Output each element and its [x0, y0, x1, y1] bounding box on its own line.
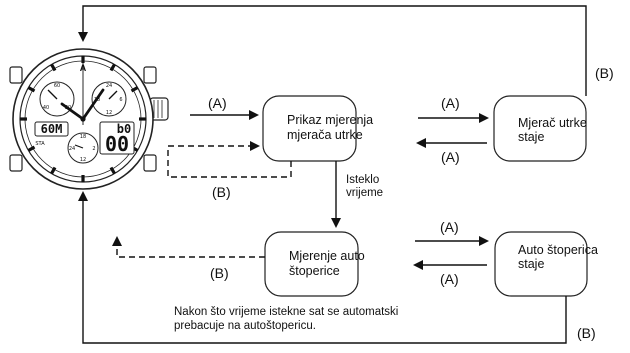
svg-text:Auto štoperica: Auto štoperica: [518, 243, 598, 257]
minute-hand: [81, 88, 105, 121]
svg-text:b0: b0: [117, 122, 131, 136]
svg-text:60M: 60M: [41, 122, 63, 136]
svg-text:18: 18: [80, 134, 86, 140]
svg-text:Prikaz mjerenja: Prikaz mjerenja: [287, 113, 373, 127]
hour-hand: [60, 102, 85, 121]
svg-text:staje: staje: [518, 257, 544, 271]
label-isteklo: Isteklo: [346, 174, 379, 186]
label-a-watch-prikaz: (A): [208, 95, 227, 111]
note-line-1: Nakon što vrijeme istekne sat se automat…: [174, 306, 398, 318]
label-a-from-mjerac: (A): [441, 149, 460, 165]
box-auto-stoperica-staje: Auto štoperica staje: [494, 231, 598, 297]
note-line-2: prebacuje na autoštopericu.: [174, 320, 316, 332]
subdial-left: 60 20 40: [39, 81, 75, 117]
label-b-right-bottom: (B): [577, 325, 596, 341]
label-a-from-auto: (A): [440, 271, 459, 287]
box-mjerenje-auto-stoperice: Mjerenje auto štoperice: [264, 231, 365, 297]
label-b-dashed-upper: (B): [212, 184, 231, 200]
label-vrijeme: vrijeme: [346, 187, 383, 199]
arrow-b-loop-top: [78, 5, 587, 96]
watch-button-top-right: [143, 66, 157, 84]
svg-text:Mjerač utrke: Mjerač utrke: [518, 116, 587, 130]
svg-text:24: 24: [106, 83, 112, 89]
label-b-right-top: (B): [595, 65, 614, 81]
watch-button-bottom-left: [9, 154, 23, 172]
svg-text:štoperice: štoperice: [289, 264, 340, 278]
svg-text:Mjerenje auto: Mjerenje auto: [289, 249, 365, 263]
watch-button-top-left: [9, 66, 23, 84]
subdial-bottom: 18 12 24 2: [67, 132, 99, 164]
box-mjerac-utrke-staje: Mjerač utrke staje: [493, 95, 587, 162]
arrow-b-dashed-mjerenje: [112, 236, 265, 258]
arrow-b-dashed-prikaz-to-watch: [167, 141, 292, 178]
svg-text:00: 00: [105, 132, 129, 156]
svg-text:2: 2: [92, 146, 95, 152]
svg-text:STA: STA: [35, 141, 45, 147]
hour-markers: [20, 56, 146, 182]
box-prikaz-mjerenja: Prikaz mjerenja mjerača utrke: [262, 95, 373, 162]
label-a-to-mjerac: (A): [441, 95, 460, 111]
watch-button-bottom-right: [143, 154, 157, 172]
lcd-left: 60M STA: [34, 121, 69, 147]
svg-text:12: 12: [106, 110, 112, 116]
svg-text:60: 60: [54, 83, 60, 89]
svg-text:staje: staje: [518, 130, 544, 144]
label-b-dashed-lower: (B): [210, 265, 229, 281]
svg-text:12: 12: [80, 157, 86, 163]
svg-text:mjerača utrke: mjerača utrke: [287, 128, 363, 142]
watch-illustration: A 60 20 40 24 6 18 12 60M STA: [9, 48, 169, 190]
svg-text:6: 6: [119, 97, 122, 103]
label-a-to-auto: (A): [440, 219, 459, 235]
lcd-right: b0 00: [99, 121, 135, 156]
svg-text:24: 24: [69, 146, 75, 152]
svg-text:40: 40: [43, 105, 49, 111]
arrow-b-loop-bottom: [78, 191, 567, 344]
